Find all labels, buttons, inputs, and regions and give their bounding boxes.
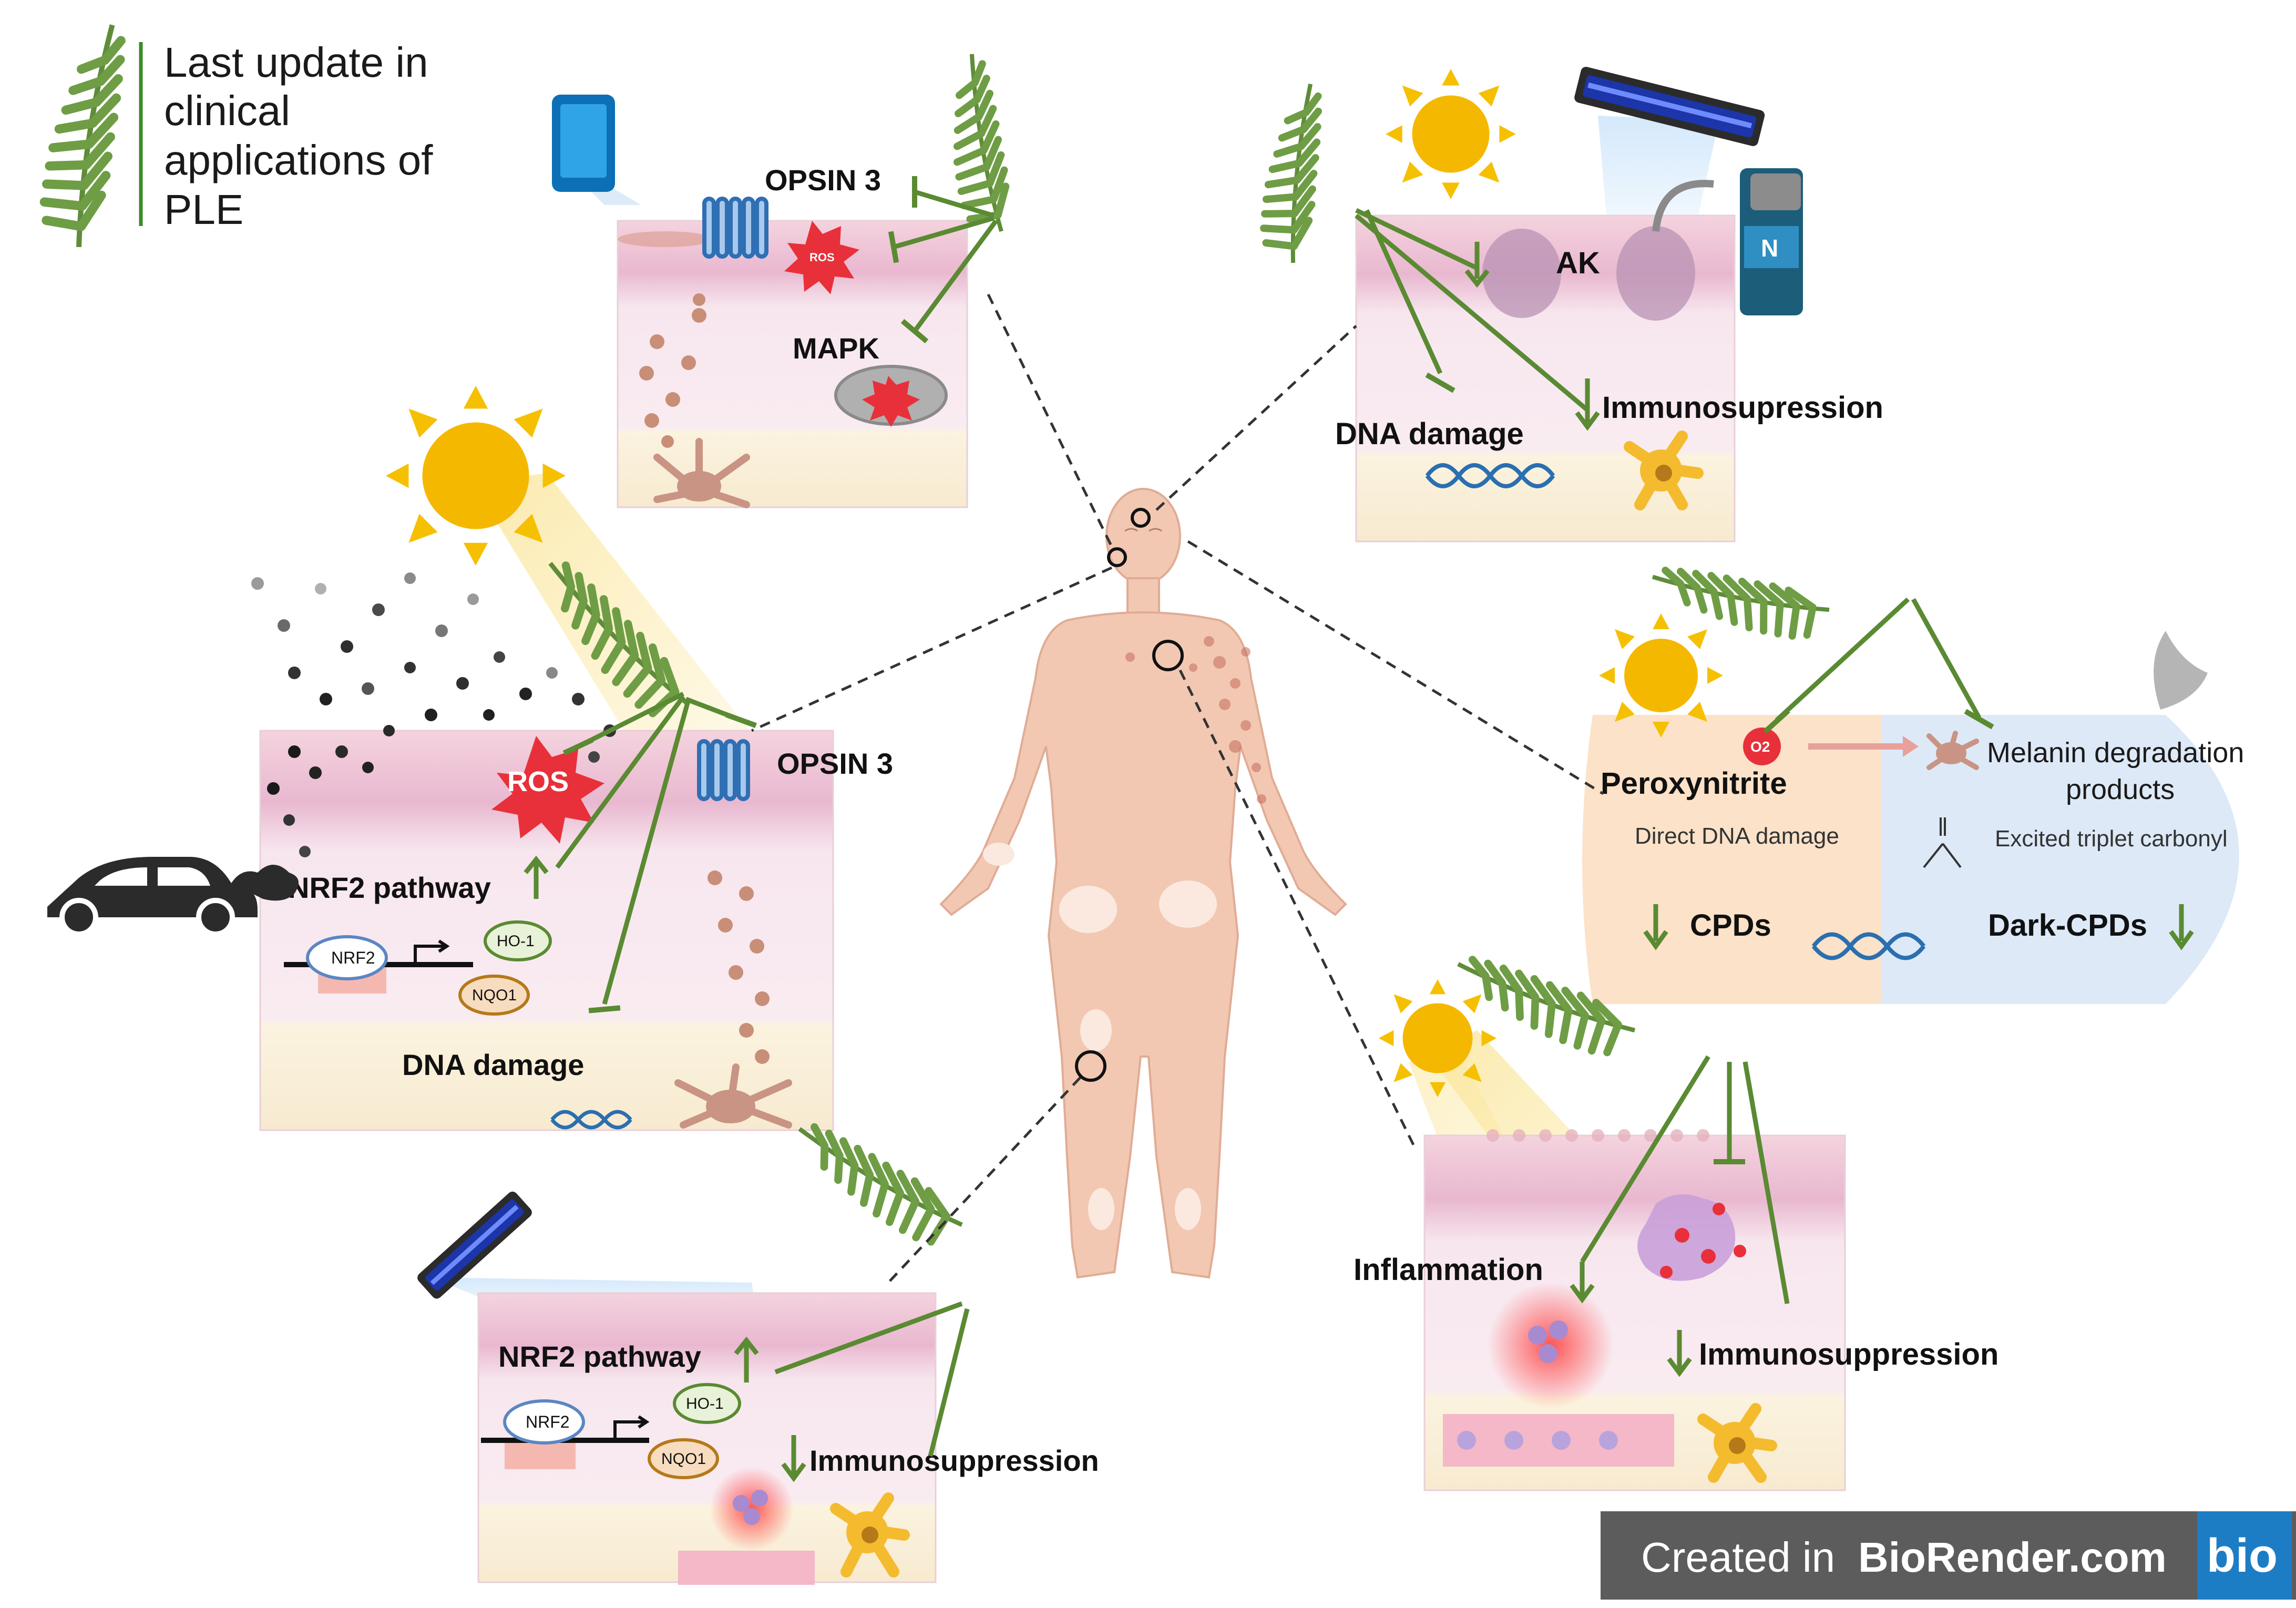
melanocyte-icon-right: [1926, 731, 1979, 770]
melanocyte-icon-left: [674, 1063, 792, 1129]
title-fern-icon: [9, 24, 161, 252]
created-in-text: Created in: [1641, 1534, 1835, 1581]
panel-top-center: ROS OPSIN 3 MAPK: [552, 52, 1060, 508]
n2-label: N: [1761, 234, 1778, 262]
biorender-logo-icon: [2197, 1511, 2292, 1600]
fern-icon-bottom: [784, 1124, 975, 1246]
dendritic-cell-icon-right: [1697, 1403, 1777, 1483]
excited-triplet-label: Excited triplet carbonyl: [1995, 826, 2228, 852]
vitiligo-patches: [983, 843, 1217, 1230]
opsin3-label: OPSIN 3: [765, 163, 881, 197]
melanocyte-icon: [653, 438, 750, 508]
biorender-badge[interactable]: Created in BioRender.com bio: [1601, 1511, 2296, 1600]
ros-label-left: ROS: [507, 766, 569, 797]
ros-label-small: ROS: [809, 251, 835, 264]
melanin-degradation-label: Melanin degradation: [1987, 737, 2244, 769]
moon-icon: [2154, 631, 2208, 710]
panel-left: ROS OPSIN 3 NRF2 pathway NRF2 HO-1 NQO1 …: [47, 385, 893, 1131]
nrf2-icon: [306, 935, 388, 980]
dark-cpds-label: Dark-CPDs: [1988, 908, 2147, 943]
nitrogen-tank-icon: N: [1740, 168, 1803, 315]
fern-icon-top-right: [1229, 83, 1358, 269]
direct-dna-damage-label: Direct DNA damage: [1635, 823, 1839, 849]
opsin3-label-left: OPSIN 3: [777, 747, 893, 780]
ros-burst-icon: [784, 221, 859, 294]
immunosuppression-label-right: Immunosuppression: [1699, 1337, 1998, 1371]
uv-lamp-icon: [1574, 67, 1765, 146]
title: Last update in clinical applications of …: [164, 39, 445, 233]
pollution-particles: [251, 572, 616, 857]
panel-bottom-right: Inflammation Immunosuppression: [1354, 960, 1998, 1491]
nrf2-pathway-label-bottom: NRF2 pathway: [498, 1340, 701, 1373]
nqo1-label-left: NQO1: [472, 987, 517, 1004]
dendritic-cell-icon: [1624, 431, 1704, 510]
dna-damage-label-left: DNA damage: [402, 1048, 584, 1081]
nrf2-label-bottom: NRF2: [526, 1412, 570, 1431]
car-icon: [47, 857, 299, 937]
superoxide-icon: [1743, 728, 1781, 765]
biorender-logo-text: bio: [2207, 1530, 2278, 1582]
lesion-icon: [1482, 229, 1561, 318]
fern-icon-right: [1652, 544, 1833, 660]
ho1-label-bottom: HO-1: [686, 1395, 724, 1412]
rash-spots: [1125, 636, 1266, 804]
inflammation-label: Inflammation: [1354, 1253, 1543, 1287]
nqo1-icon: [458, 975, 530, 1016]
carbonyl-icon: [1923, 817, 1962, 868]
melanosome-dots: [639, 293, 706, 448]
ho1-label-left: HO-1: [497, 933, 535, 950]
opsin-receptor-icon: [702, 197, 768, 259]
immunosupression-label: Immunosupression: [1602, 391, 1883, 425]
ak-label: AK: [1556, 246, 1600, 280]
products-label: products: [2066, 774, 2175, 805]
biorender-brand-text: BioRender.com: [1858, 1534, 2167, 1581]
immunosuppression-label-bottom: Immunosuppression: [809, 1444, 1099, 1477]
dna-damage-label-top-right: DNA damage: [1335, 417, 1524, 451]
opsin-receptor-icon-left: [697, 739, 750, 801]
o2-label: O2: [1750, 739, 1770, 755]
panel-right-oval: O2 Peroxynitrite Direct DNA damage Melan…: [1582, 544, 2244, 1004]
cpds-label: CPDs: [1690, 908, 1771, 943]
nrf2-pathway-label-left: NRF2 pathway: [288, 871, 491, 904]
dendritic-cell-icon-bottom: [830, 1492, 910, 1578]
panel-bottom-center: NRF2 pathway NRF2 HO-1 NQO1 Immunosuppre…: [417, 1124, 1099, 1585]
nrf2-label-left: NRF2: [331, 948, 375, 967]
zoom-indicators: [1075, 508, 1184, 1082]
ros-burst-large-icon: [491, 736, 604, 844]
mapk-label: MAPK: [793, 332, 879, 365]
connector-lines: [751, 293, 1604, 1284]
peroxynitrite-label: Peroxynitrite: [1601, 766, 1787, 801]
uv-lamp-icon-bottom: [417, 1191, 532, 1299]
ho1-icon: [484, 920, 552, 961]
dna-icon-right: [1811, 932, 1926, 960]
panel-top-right: N AK DNA damage Immunosupression: [1229, 67, 1883, 542]
sun-icon-top-right: [1386, 69, 1516, 199]
nqo1-label-bottom: NQO1: [661, 1450, 706, 1468]
